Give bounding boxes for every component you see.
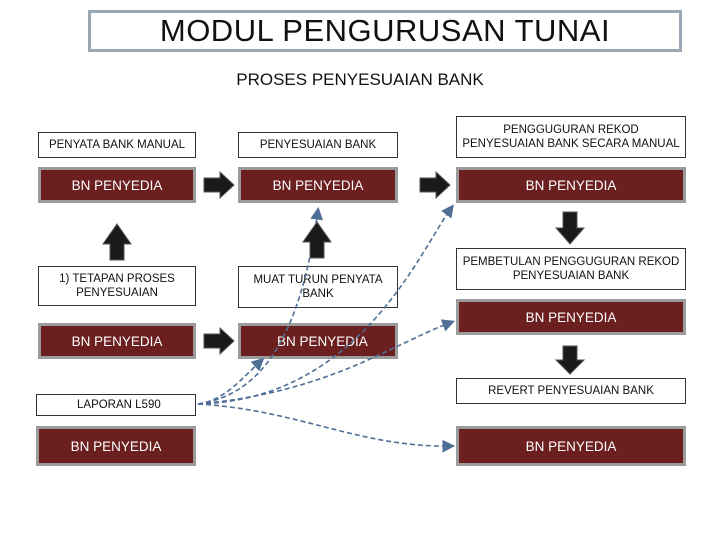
arrow-down-icon bbox=[554, 211, 586, 245]
pengguguran-rekod-label: PENGGUGURAN REKOD PENYESUAIAN BANK SECAR… bbox=[456, 116, 686, 158]
arrow-right-icon bbox=[203, 326, 235, 356]
muat-role-box: BN PENYEDIA bbox=[238, 323, 398, 359]
page-title: MODUL PENGURUSAN TUNAI bbox=[159, 13, 611, 48]
tetapan-proses-label: 1) TETAPAN PROSES PENYESUAIAN bbox=[38, 266, 196, 306]
page-subtitle: PROSES PENYESUAIAN BANK bbox=[236, 70, 484, 89]
title-box: MODUL PENGURUSAN TUNAI bbox=[88, 10, 682, 52]
arrow-up-icon bbox=[102, 223, 132, 261]
connector-l590-to-tetapan bbox=[197, 357, 265, 405]
penyata-bank-manual-label: PENYATA BANK MANUAL bbox=[38, 132, 196, 158]
penyesuaian-role-box: BN PENYEDIA bbox=[238, 167, 398, 203]
pembetulan-role-box: BN PENYEDIA bbox=[456, 299, 686, 335]
arrow-up-icon bbox=[302, 221, 332, 259]
connector-l590-to-revert bbox=[197, 403, 456, 453]
tetapan-role-box: BN PENYEDIA bbox=[38, 323, 196, 359]
revert-label: REVERT PENYESUAIAN BANK bbox=[456, 378, 686, 404]
penyata-role-box: BN PENYEDIA bbox=[38, 167, 196, 203]
laporan-l590-label: LAPORAN L590 bbox=[36, 394, 196, 416]
arrow-down-icon bbox=[554, 345, 586, 375]
penyesuaian-bank-label: PENYESUAIAN BANK bbox=[238, 132, 398, 158]
arrow-right-icon bbox=[419, 170, 451, 200]
revert-role-box: BN PENYEDIA bbox=[456, 426, 686, 466]
pembetulan-label: PEMBETULAN PENGGUGURAN REKOD PENYESUAIAN… bbox=[456, 248, 686, 290]
laporan-role-box: BN PENYEDIA bbox=[36, 426, 196, 466]
connector-l590-to-pembetulan bbox=[197, 319, 455, 405]
muat-turun-label: MUAT TURUN PENYATA BANK bbox=[238, 266, 398, 308]
arrow-right-icon bbox=[203, 170, 235, 200]
pengguguran-role-box: BN PENYEDIA bbox=[456, 167, 686, 203]
connector-l590-to-penyesuaian bbox=[197, 206, 324, 405]
